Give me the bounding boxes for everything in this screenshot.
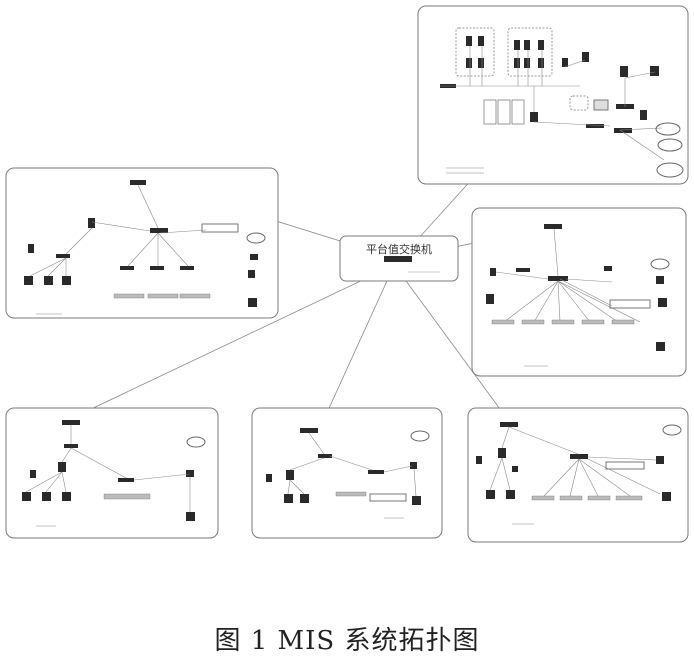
panel-bottom-left — [5, 407, 219, 539]
link-to-bottom-right-panel — [397, 269, 509, 421]
panel-top-right — [417, 5, 689, 185]
center-switch-label: 平台值交换机 — [366, 243, 432, 256]
link-to-bottom-left-panel — [67, 267, 389, 421]
figure-caption: 图 1 MIS 系统拓扑图 — [214, 626, 480, 656]
panel-center — [339, 235, 459, 282]
link-to-bottom-middle-panel — [319, 269, 393, 429]
panel-right — [471, 207, 687, 377]
panel-bottom-middle — [251, 407, 443, 539]
topology-diagram — [5, 5, 689, 543]
panel-bottom-right — [467, 407, 689, 543]
panel-left — [5, 167, 279, 319]
